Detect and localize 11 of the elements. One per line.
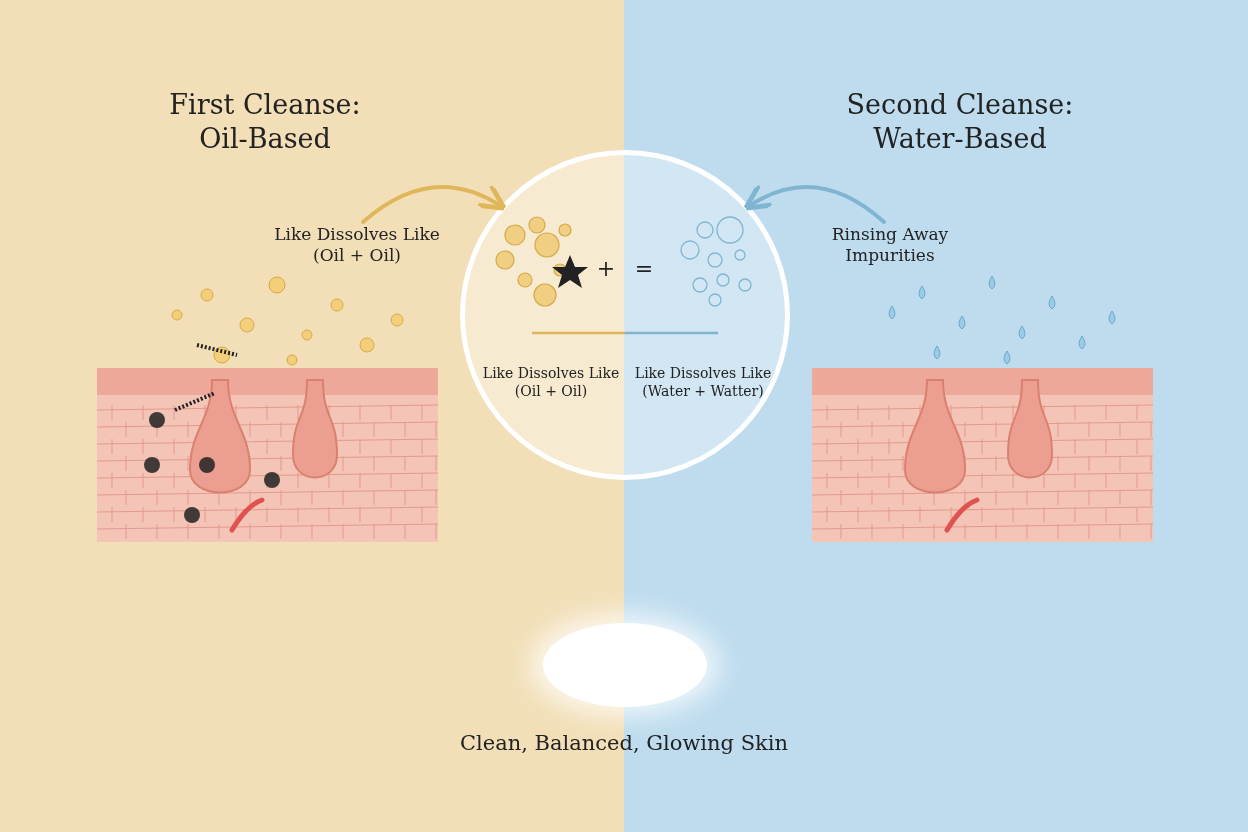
- plus-sign: +: [595, 255, 617, 283]
- formula-text: Like Dissolves Like (Water + Watter): [633, 365, 773, 400]
- section-title: Second Cleanse: Water-Based: [845, 88, 1075, 156]
- result-caption: Clean, Balanced, Glowing Skin: [458, 730, 790, 757]
- annotation-text: Like Dissolves Like (Oil + Oil): [262, 224, 452, 267]
- equals-sign: =: [633, 255, 655, 283]
- formula-text: Like Dissolves Like (Oil + Oil): [481, 365, 621, 400]
- curved-arrow: [361, 183, 507, 224]
- annotation-text: Rinsing Away Impurities: [800, 224, 980, 267]
- section-title: First Cleanse: Oil-Based: [168, 88, 362, 156]
- curved-arrow: [743, 183, 886, 224]
